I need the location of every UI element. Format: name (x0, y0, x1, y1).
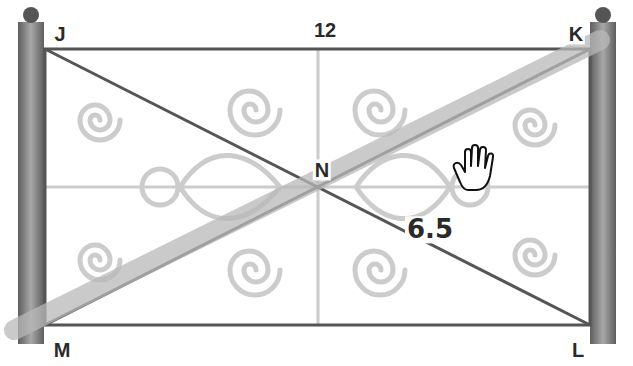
point-label: N (313, 160, 331, 181)
dimension-label: 12 (312, 20, 338, 41)
point-label: L (570, 340, 586, 361)
highlight-stroke (14, 40, 600, 330)
dimension-label: 6.5 (405, 216, 455, 243)
hand-cursor (454, 145, 494, 190)
point-label: M (52, 340, 73, 361)
point-label: K (567, 24, 585, 45)
point-label: J (52, 24, 67, 45)
